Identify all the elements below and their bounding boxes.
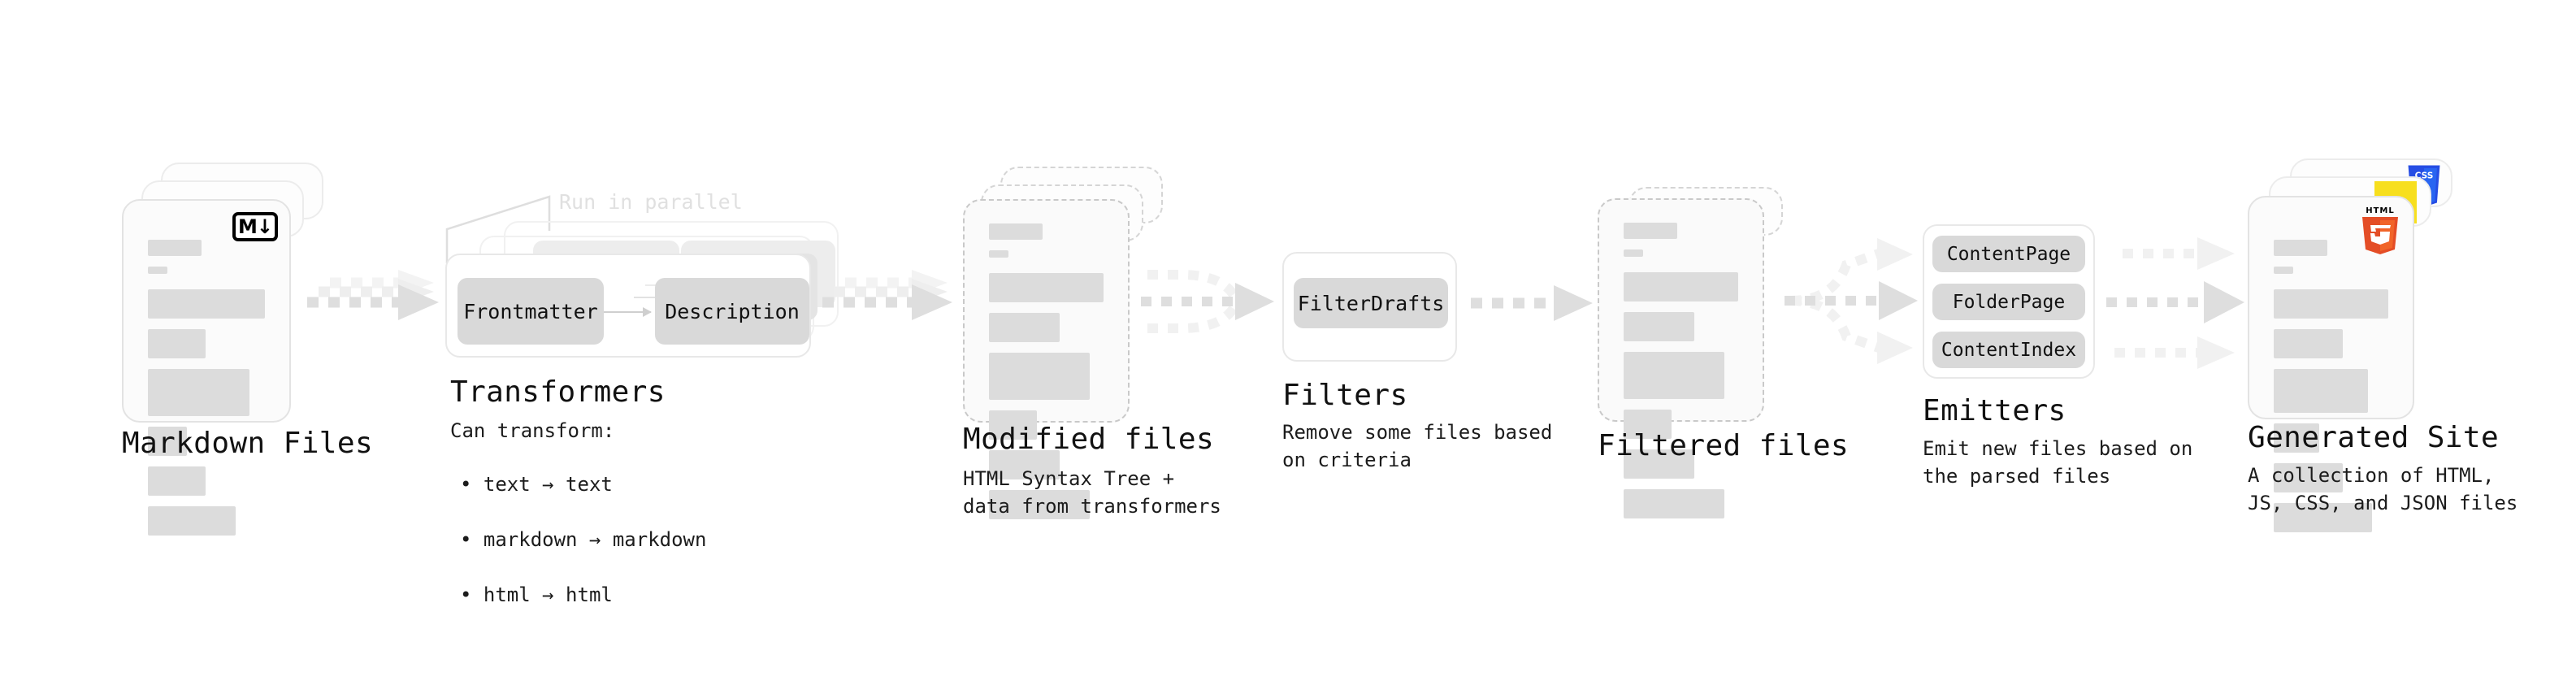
skeleton-row xyxy=(148,289,265,319)
filters-desc: Remove some files based on criteria xyxy=(1282,421,1553,472)
arrow-markdown-to-transformers xyxy=(307,270,439,320)
arrow-emitters-to-site xyxy=(2106,237,2244,369)
arrow-filters-to-filtered xyxy=(1471,285,1593,321)
site-card: HTML xyxy=(2248,196,2414,532)
arrow-transformers-to-modified xyxy=(822,270,952,320)
markdown-badge: M↓ xyxy=(232,212,278,241)
skeleton-row xyxy=(148,427,187,456)
transformer-arrow xyxy=(602,307,652,317)
skeleton-row xyxy=(1624,312,1695,341)
skeleton-row xyxy=(2274,423,2320,453)
filtered-card xyxy=(1598,198,1764,518)
transformers-title: Transformers xyxy=(450,375,666,409)
skeleton-row xyxy=(989,313,1060,342)
modified-files-title: Modified files xyxy=(963,423,1215,456)
run-in-parallel-bracket xyxy=(445,195,551,263)
skeleton-row xyxy=(2274,267,2293,274)
markdown-files-title: Markdown Files xyxy=(122,427,374,460)
skeleton-row xyxy=(1624,249,1643,257)
transformers-bullets: • text → text • markdown → markdown • ht… xyxy=(460,443,706,637)
run-in-parallel-label: Run in parallel xyxy=(559,190,743,214)
transformers-bullet-item: • markdown → markdown xyxy=(460,528,707,552)
skeleton-row xyxy=(989,410,1038,440)
skeleton-row xyxy=(2274,463,2343,492)
emitters-title: Emitters xyxy=(1923,394,2066,427)
skeleton-row xyxy=(1624,352,1725,399)
generated-site-title: Generated Site xyxy=(2248,421,2500,454)
skeleton-row xyxy=(148,329,206,358)
skeleton-row xyxy=(989,490,1091,519)
skeleton-row xyxy=(1624,489,1725,518)
emitter-chip-folderpage[interactable]: FolderPage xyxy=(1932,284,2085,320)
markdown-skeleton xyxy=(148,240,265,546)
arrow-modified-to-filters xyxy=(1141,270,1274,333)
svg-text:HTML: HTML xyxy=(2366,206,2395,215)
skeleton-row xyxy=(989,223,1043,240)
transformer-chip-description[interactable]: Description xyxy=(655,278,809,345)
skeleton-row xyxy=(989,450,1060,479)
html5-badge: HTML xyxy=(2362,206,2398,254)
skeleton-row xyxy=(2274,369,2368,413)
emitter-chip-contentindex[interactable]: ContentIndex xyxy=(1932,332,2085,368)
bullet-label: text → text xyxy=(483,473,613,497)
transformer-chip-frontmatter[interactable]: Frontmatter xyxy=(458,278,604,345)
bullet-label: markdown → markdown xyxy=(483,528,707,552)
arrow-filtered-to-emitters xyxy=(1785,238,1918,364)
filter-chip-filterdrafts[interactable]: FilterDrafts xyxy=(1294,278,1448,328)
modified-card xyxy=(963,199,1130,519)
filtered-files-title: Filtered files xyxy=(1598,429,1850,462)
skeleton-row xyxy=(1624,223,1677,239)
markdown-badge-label: M xyxy=(238,215,258,238)
filters-title: Filters xyxy=(1282,379,1408,412)
markdown-card: M↓ xyxy=(122,199,291,536)
skeleton-row xyxy=(1624,449,1695,479)
transformers-bullet-item: • html → html xyxy=(460,583,613,607)
skeleton-row xyxy=(148,240,202,256)
skeleton-row xyxy=(989,273,1104,302)
skeleton-row xyxy=(2274,240,2327,256)
skeleton-row xyxy=(148,369,250,416)
skeleton-row xyxy=(1624,410,1672,439)
skeleton-row xyxy=(148,466,206,496)
skeleton-row xyxy=(1624,272,1738,301)
skeleton-row xyxy=(989,250,1008,258)
filtered-skeleton xyxy=(1624,223,1738,529)
emitter-chip-contentpage[interactable]: ContentPage xyxy=(1932,236,2085,272)
skeleton-row xyxy=(2274,503,2373,532)
skeleton-row xyxy=(148,267,167,274)
skeleton-row xyxy=(2274,329,2343,358)
modified-skeleton xyxy=(989,223,1104,530)
transformers-desc: Can transform: xyxy=(450,419,615,442)
skeleton-row xyxy=(989,353,1091,400)
skeleton-row xyxy=(2274,289,2388,319)
emitters-desc: Emit new files based on the parsed files xyxy=(1923,437,2193,488)
skeleton-row xyxy=(148,506,236,536)
bullet-label: html → html xyxy=(483,583,613,607)
generated-site-desc: A collection of HTML, JS, CSS, and JSON … xyxy=(2248,464,2518,515)
transformers-bullet-item: • text → text xyxy=(460,473,613,497)
modified-files-desc: HTML Syntax Tree + data from transformer… xyxy=(963,467,1221,518)
site-skeleton xyxy=(2274,240,2388,543)
